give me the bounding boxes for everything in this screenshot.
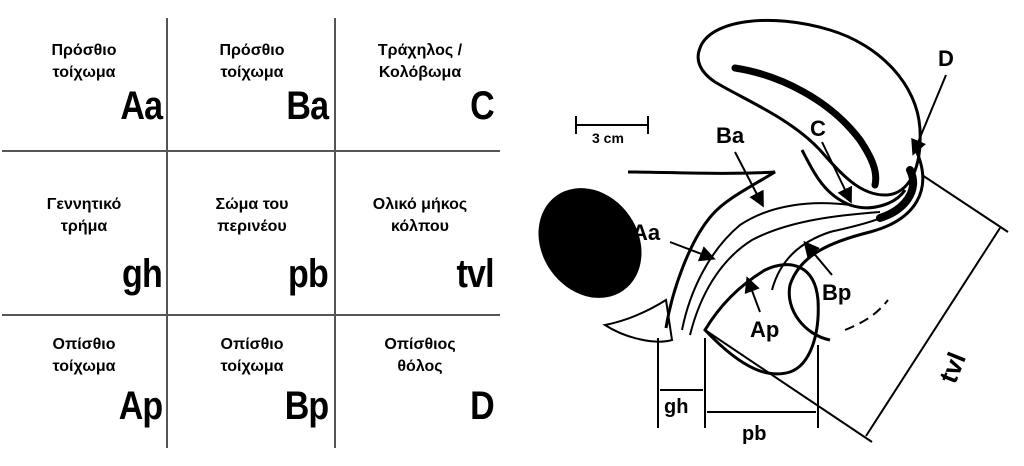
cell-d-abbr: D bbox=[470, 384, 495, 428]
cell-aa: Πρόσθιο τοίχωμα Aa bbox=[0, 0, 168, 150]
tvl-label: tvl bbox=[933, 348, 972, 387]
cell-aa-name-line-2: τοίχωμα bbox=[52, 64, 116, 81]
aa-arrow bbox=[669, 241, 716, 262]
cell-pb-name-line-2: περινέου bbox=[217, 218, 287, 235]
cell-c-abbr: C bbox=[470, 84, 495, 128]
cell-gh: Γεννητικό τρήμα gh bbox=[0, 152, 168, 314]
cell-c: Τράχηλος / Κολόβωμα C bbox=[336, 0, 504, 150]
cell-ba-name-line-1: Πρόσθιο bbox=[219, 42, 285, 59]
bp-label: Bp bbox=[822, 280, 851, 305]
cell-tvl-name-line-1: Ολικό μήκος bbox=[372, 196, 468, 213]
uterus-outline bbox=[696, 18, 922, 197]
cell-tvl-abbr: tvl bbox=[456, 252, 495, 296]
rectum-dash bbox=[844, 299, 889, 331]
c-label: C bbox=[810, 116, 826, 141]
cell-gh-abbr: gh bbox=[122, 252, 163, 296]
pop-q-points-table: Πρόσθιο τοίχωμα Aa Πρόσθιο τοίχωμα Ba Τρ… bbox=[0, 0, 505, 466]
cervix-outline bbox=[800, 149, 907, 210]
cell-ap-abbr: Ap bbox=[118, 384, 162, 428]
ap-label: Ap bbox=[750, 317, 779, 342]
cell-tvl: Ολικό μήκος κόλπου tvl bbox=[336, 152, 504, 314]
grid-divider-vertical-2 bbox=[334, 18, 336, 448]
cell-bp-name-line-1: Οπίσθιο bbox=[220, 336, 284, 353]
cell-c-name-line-2: Κολόβωμα bbox=[378, 64, 462, 81]
cell-bp-abbr: Bp bbox=[284, 384, 328, 428]
anterior-wall-outline bbox=[627, 170, 776, 329]
c-arrow bbox=[821, 141, 852, 204]
pubic-bone-shape bbox=[538, 188, 642, 298]
cell-bp: Οπίσθιο τοίχωμα Bp bbox=[168, 316, 336, 466]
tvl-extension-top bbox=[921, 174, 1009, 233]
uterine-cavity-line bbox=[731, 64, 880, 189]
cell-aa-abbr: Aa bbox=[120, 84, 163, 128]
cell-bp-name-line-2: τοίχωμα bbox=[220, 358, 284, 375]
cell-ap-name-line-1: Οπίσθιο bbox=[52, 336, 116, 353]
d-label: D bbox=[938, 46, 954, 71]
tvl-extension-bottom bbox=[704, 329, 873, 443]
cell-ba-abbr: Ba bbox=[286, 84, 329, 128]
scale-bar-label: 3 cm bbox=[592, 130, 624, 146]
grid-divider-horizontal-1 bbox=[2, 150, 500, 152]
cell-aa-name-line-1: Πρόσθιο bbox=[51, 42, 117, 59]
gh-label: gh bbox=[664, 396, 688, 418]
vaginal-canal-line bbox=[689, 211, 881, 336]
cell-gh-name-line-1: Γεννητικό bbox=[46, 196, 122, 213]
cell-pb-name-line-1: Σώμα του bbox=[215, 196, 289, 213]
cell-pb-abbr: pb bbox=[288, 252, 329, 296]
d-arrow bbox=[911, 74, 947, 156]
cell-d-name-line-2: θόλος bbox=[397, 358, 443, 375]
grid-divider-horizontal-2 bbox=[2, 314, 500, 316]
labia-outline bbox=[602, 298, 674, 343]
pb-label: pb bbox=[742, 423, 766, 445]
ba-label: Ba bbox=[716, 123, 745, 148]
bp-arrow bbox=[803, 240, 833, 276]
ap-arrow bbox=[744, 276, 761, 313]
grid-divider-vertical-1 bbox=[166, 18, 168, 448]
posterior-wall-outline bbox=[787, 147, 925, 342]
aa-label: Aa bbox=[632, 220, 661, 245]
cell-ba-name-line-2: τοίχωμα bbox=[220, 64, 284, 81]
cell-d: Οπίσθιος θόλος D bbox=[336, 316, 504, 466]
cell-ba: Πρόσθιο τοίχωμα Ba bbox=[168, 0, 336, 150]
cell-tvl-name-line-2: κόλπου bbox=[391, 218, 449, 235]
cell-pb: Σώμα του περινέου pb bbox=[168, 152, 336, 314]
cell-c-name-line-1: Τράχηλος / bbox=[377, 42, 463, 59]
cell-ap: Οπίσθιο τοίχωμα Ap bbox=[0, 316, 168, 466]
tvl-dimension-line bbox=[865, 227, 1001, 437]
cell-ap-name-line-2: τοίχωμα bbox=[52, 358, 116, 375]
dark-fornix-band bbox=[876, 166, 918, 222]
pelvic-anatomy-diagram: 3 cm tvl gh pb D C Ba Aa Bp Ap bbox=[505, 0, 1024, 466]
cell-gh-name-line-2: τρήμα bbox=[60, 218, 108, 235]
cell-d-name-line-1: Οπίσθιος bbox=[384, 336, 456, 353]
ba-arrow bbox=[734, 151, 764, 208]
anterior-wall-inner bbox=[681, 202, 851, 331]
